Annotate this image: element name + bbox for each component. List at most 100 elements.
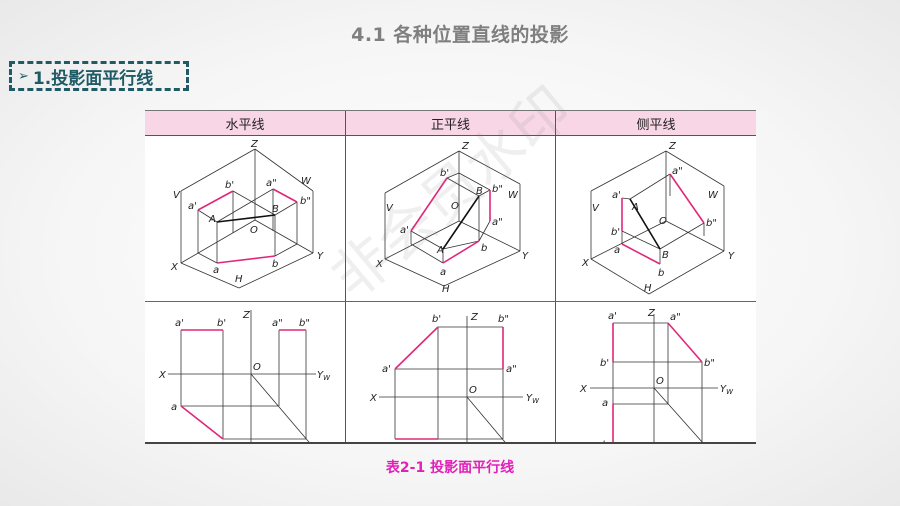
point-label: O (469, 385, 477, 396)
construction-line (446, 177, 480, 197)
construction-line (197, 209, 218, 223)
point-label: X (170, 262, 179, 273)
point-label: H (235, 274, 243, 285)
label-text: O (253, 362, 261, 373)
construction-line (665, 220, 725, 252)
construction-line (590, 258, 650, 295)
construction-line (274, 201, 298, 216)
point-label: Z (647, 308, 656, 319)
point-label: X (579, 384, 588, 395)
point-label: a (440, 267, 446, 278)
point-label: H (442, 284, 450, 295)
label-text: a (440, 267, 446, 278)
point-label: b (272, 259, 278, 270)
point-label: V (386, 203, 394, 214)
point-label: a" (670, 312, 681, 323)
point-label: b' (432, 314, 441, 325)
point-label: a" (506, 364, 517, 375)
space-line (216, 214, 276, 223)
label-text: Z (647, 308, 656, 319)
orthographic-diagram-frontal: b'Zb"a'a"XOYWabYH (369, 312, 540, 442)
construction-line (232, 190, 276, 216)
construction-line (250, 373, 310, 442)
point-label: a" (272, 318, 283, 329)
point-label: YW (526, 393, 540, 405)
label-subscript: W (532, 397, 540, 405)
label-text: Y (720, 384, 727, 395)
label-text: A (631, 202, 639, 213)
label-text: Y (526, 393, 533, 404)
label-text: A (208, 214, 216, 225)
construction-line (648, 250, 725, 295)
construction-line (254, 219, 314, 254)
label-text: a' (608, 311, 617, 322)
label-text: b' (600, 358, 609, 369)
point-label: a" (492, 217, 503, 228)
label-text: X (369, 393, 378, 404)
label-text: B (476, 186, 483, 197)
point-label: Y (522, 251, 529, 262)
point-label: Y (728, 251, 735, 262)
construction-line (180, 219, 256, 264)
point-label: a' (175, 318, 184, 329)
point-label: YW (720, 384, 734, 396)
point-label: O (656, 376, 664, 387)
label-text: W (508, 190, 519, 201)
projection-line (394, 326, 439, 370)
label-text: a' (175, 318, 184, 329)
label-text: Z (250, 139, 259, 150)
label-text: H (644, 283, 652, 294)
label-text: b' (432, 314, 441, 325)
label-text: b' (225, 180, 234, 191)
construction-line (180, 262, 240, 289)
point-label: W (708, 190, 719, 201)
point-label: b' (217, 318, 226, 329)
label-text: b' (217, 318, 226, 329)
label-text: a (602, 398, 608, 409)
label-text: a (614, 245, 620, 256)
projection-line (216, 255, 276, 264)
point-label: b (602, 440, 608, 442)
label-text: Z (470, 312, 479, 323)
construction-line (254, 148, 314, 192)
label-text: a" (266, 178, 277, 189)
construction-line (384, 258, 445, 287)
point-label: B (272, 204, 279, 215)
construction-line (621, 230, 661, 250)
label-text: Z (242, 310, 251, 321)
point-label: a' (382, 364, 391, 375)
construction-line (216, 188, 274, 223)
projection-line (442, 240, 480, 264)
point-label: O (250, 225, 258, 236)
space-line (629, 198, 661, 250)
label-text: Z (668, 141, 677, 152)
construction-line (458, 172, 491, 191)
construction-line (197, 252, 218, 264)
point-label: b" (299, 318, 310, 329)
label-text: W (708, 190, 719, 201)
projection-line (410, 177, 448, 232)
construction-line (466, 396, 506, 442)
construction-line (274, 243, 298, 257)
point-label: a' (400, 225, 409, 236)
orthographic-diagram-profile: a'Za"b'b"XOYWabYH (579, 308, 734, 442)
point-label: A (208, 214, 216, 225)
point-label: b (481, 243, 487, 254)
label-text: b (602, 440, 608, 442)
label-text: W (301, 176, 312, 187)
point-label: B (662, 250, 669, 261)
label-text: X (158, 370, 167, 381)
label-text: a" (670, 312, 681, 323)
label-text: Y (522, 251, 529, 262)
point-label: a (171, 402, 177, 413)
point-label: O (451, 201, 459, 212)
arrow-bullet-icon: ➢ (18, 68, 29, 84)
construction-line (384, 150, 460, 194)
point-label: a" (672, 166, 683, 177)
section-label: 1.投影面平行线 (32, 68, 154, 89)
projection-line (197, 190, 234, 211)
label-text: A (436, 245, 444, 256)
label-text: b" (498, 314, 509, 325)
